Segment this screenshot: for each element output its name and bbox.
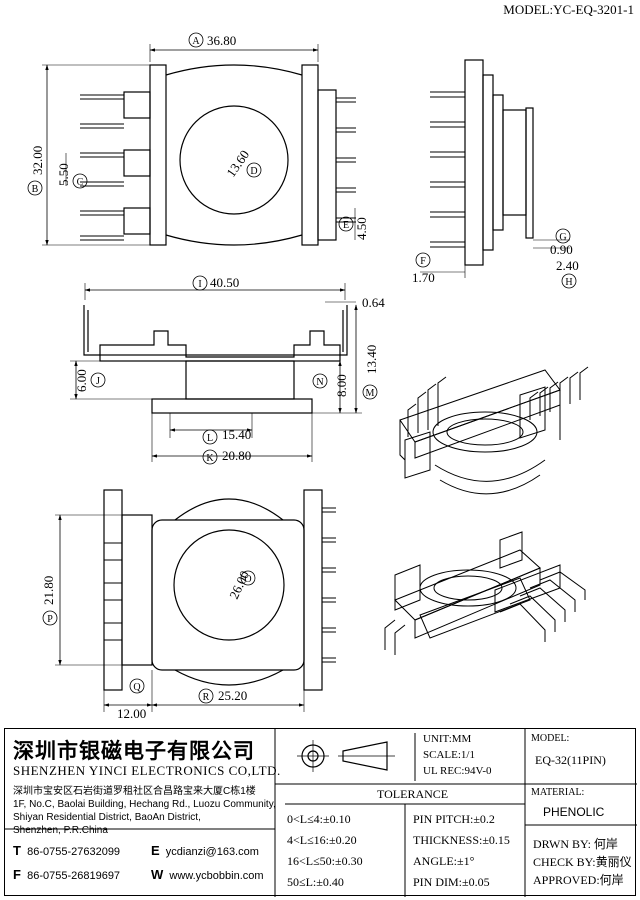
unit: UNIT:MM [423,733,472,745]
bottom-view [55,489,336,712]
top-view [42,44,356,246]
dim-M: 13.40 [364,345,379,374]
label-D: D [250,166,257,177]
tel-value: 86-0755-27632099 [27,846,121,858]
tolerance-item: ANGLE:±1° [413,854,475,868]
dim-A: 36.80 [207,33,236,48]
dim-N: 8.00 [334,374,349,397]
label-K: K [206,453,214,464]
company-name-cn: 深圳市银磁电子有限公司 [13,739,255,763]
label-H: H [565,277,572,288]
label-B: B [32,184,39,195]
isometric-view-bottom [384,531,586,655]
tolerance-linear: 0<L≤4:±0.10 4<L≤16:±0.20 16<L≤50:±0.30 5… [287,809,363,893]
label-G: G [559,232,566,243]
address-line: Shenzhen, P.R.China [13,825,108,836]
company-address: 深圳市宝安区石岩街道罗租社区合昌路宝来大厦C栋1楼 1F, No.C, Baol… [13,785,276,837]
checked-by: CHECK BY:黄丽仪 [533,855,632,869]
email-value[interactable]: ycdianzi@163.com [165,846,259,858]
dim-P: 21.80 [41,576,56,605]
dim-C: 5.50 [56,163,71,186]
label-C: C [77,177,84,188]
label-Q: Q [133,682,141,693]
material-label: MATERIAL: [531,787,585,798]
dim-E: 4.50 [354,217,369,240]
ul-rec: UL REC:94V-0 [423,765,492,777]
dim-H: 2.40 [556,258,579,273]
model-value: EQ-32(11PIN) [535,753,606,767]
contact-web: W www.ycbobbin.com [151,867,264,882]
label-R: R [203,692,210,703]
tolerance-item: 16<L≤50:±0.30 [287,854,363,868]
label-F: F [420,256,426,267]
label-O: O [244,574,251,585]
fax-value: 86-0755-26819697 [27,870,121,882]
tolerance-item: PIN DIM:±0.05 [413,875,490,889]
dim-G: 0.90 [550,242,573,257]
tolerance-item: PIN PITCH:±0.2 [413,812,495,826]
tolerance-other: PIN PITCH:±0.2 THICKNESS:±0.15 ANGLE:±1°… [413,809,510,893]
label-P: P [47,614,53,625]
approved-by: APPROVED:何岸 [533,873,624,887]
company-name-en: SHENZHEN YINCI ELECTRONICS CO,LTD. [13,763,281,778]
label-E: E [343,220,349,231]
model-label: MODEL: [531,733,570,744]
dim-R: 25.20 [218,688,247,703]
tolerance-item: THICKNESS:±0.15 [413,833,510,847]
dim-K: 20.80 [222,448,251,463]
contact-email: E ycdianzi@163.com [151,843,259,858]
tolerance-item: 50≤L:±0.40 [287,875,344,889]
email-label: E [151,843,160,858]
contact-tel: T 86-0755-27632099 [13,843,120,858]
dim-D: 13.60 [223,147,252,180]
contact-fax: F 86-0755-26819697 [13,867,120,882]
dim-F: 1.70 [412,270,435,285]
dim-J: 6.00 [74,369,89,392]
scale: SCALE:1/1 [423,749,475,761]
web-label: W [151,867,164,882]
projection-symbol-icon [297,740,395,772]
tolerance-item: 0<L≤4:±0.10 [287,812,351,826]
address-line: Shiyan Residential District, BaoAn Distr… [13,812,201,823]
front-view [70,283,362,462]
drawn-by: DRWN BY: 何岸 [533,837,618,851]
model-number: MODEL:YC-EQ-3201-1 [503,2,634,17]
tel-label: T [13,843,21,858]
title-block-grid [5,729,637,897]
side-view [420,59,570,278]
label-A: A [192,36,200,47]
fax-label: F [13,867,21,882]
label-I: I [198,279,201,290]
label-M: M [366,388,375,399]
tolerance-item: 4<L≤16:±0.20 [287,833,357,847]
label-J: J [96,376,100,387]
title-block: 深圳市银磁电子有限公司 SHENZHEN YINCI ELECTRONICS C… [4,728,637,897]
technical-drawing: A 36.80 B 32.00 C 5.50 D 13.60 E 4.50 F … [27,32,589,721]
material-value: PHENOLIC [543,805,605,819]
dim-I: 40.50 [210,275,239,290]
address-line: 深圳市宝安区石岩街道罗租社区合昌路宝来大厦C栋1楼 [13,786,256,797]
dim-T: 0.64 [362,295,385,310]
tolerance-title: TOLERANCE [377,787,449,801]
dim-Q: 12.00 [117,706,146,721]
isometric-view-top [399,366,589,495]
address-line: 1F, No.C, Baolai Building, Hechang Rd., … [13,799,276,810]
dim-L: 15.40 [222,427,251,442]
web-value[interactable]: www.ycbobbin.com [169,870,264,882]
signoff: DRWN BY: 何岸 CHECK BY:黄丽仪 APPROVED:何岸 [533,835,632,889]
label-N: N [316,377,323,388]
dim-B: 32.00 [30,146,45,175]
label-L: L [207,433,213,444]
